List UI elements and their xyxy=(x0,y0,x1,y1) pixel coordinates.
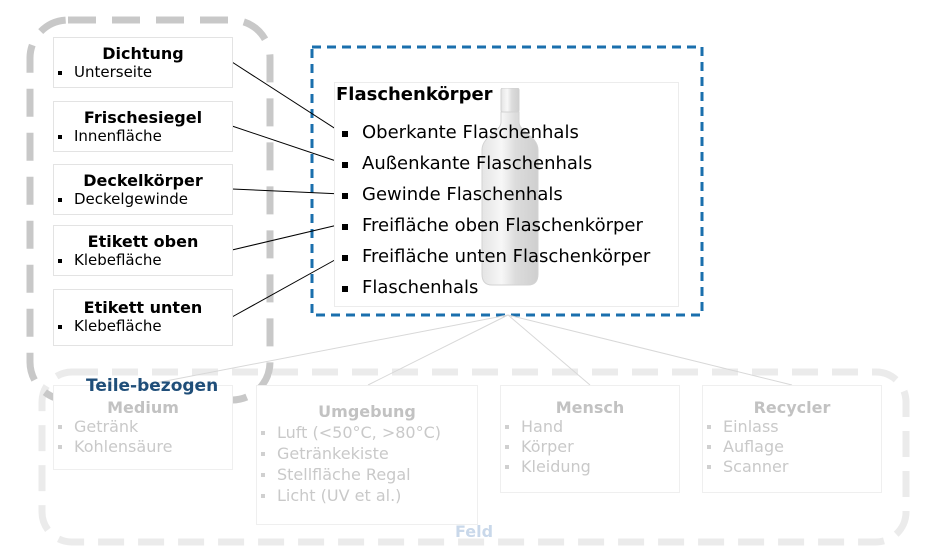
field-card-title: Umgebung xyxy=(318,402,416,421)
part-card-etikett-unten: Etikett unten Klebefläche xyxy=(53,289,233,346)
field-card-item: Körper xyxy=(501,437,679,457)
bottle-image xyxy=(481,88,539,286)
main-title: Flaschenkörper xyxy=(336,84,493,105)
field-card-item: Getränk xyxy=(54,417,232,437)
field-group-label: Feld xyxy=(455,522,494,541)
connector-medium xyxy=(144,314,509,386)
connector-umgebung xyxy=(367,314,509,386)
main-item: Gewinde Flaschenhals xyxy=(334,184,650,206)
field-card-title: Medium xyxy=(107,398,179,417)
connector-deckelkoerper xyxy=(231,188,343,195)
part-card-etikett-oben: Etikett oben Klebefläche xyxy=(53,225,233,276)
connector-etikett-oben xyxy=(231,223,343,251)
main-item: Freifläche unten Flaschenkörper xyxy=(334,246,650,268)
connector-dichtung xyxy=(231,61,343,134)
field-card-item: Auflage xyxy=(703,437,881,457)
field-card-item: Stellfläche Regal xyxy=(257,465,477,485)
field-card-mensch: Mensch Hand Körper Kleidung xyxy=(500,385,680,493)
part-card-item: Klebefläche xyxy=(54,251,232,269)
part-card-deckelkoerper: Deckelkörper Deckelgewinde xyxy=(53,164,233,215)
part-card-title: Frischesiegel xyxy=(83,108,203,127)
field-card-item: Hand xyxy=(501,417,679,437)
connector-mensch xyxy=(507,314,591,386)
part-card-item: Deckelgewinde xyxy=(54,190,232,208)
field-card-item: Einlass xyxy=(703,417,881,437)
part-card-title: Deckelkörper xyxy=(83,171,203,190)
connector-recycler xyxy=(507,314,793,386)
main-item: Außenkante Flaschenhals xyxy=(334,153,650,175)
main-item: Freifläche oben Flaschenkörper xyxy=(334,215,650,237)
part-card-item: Innenfläche xyxy=(54,127,232,145)
part-card-dichtung: Dichtung Unterseite xyxy=(53,37,233,88)
field-group-outline xyxy=(38,368,910,546)
field-card-item: Scanner xyxy=(703,457,881,477)
parts-group-label: Teile-bezogen xyxy=(86,376,219,396)
field-card-umgebung: Umgebung Luft (<50°C, >80°C) Getränkekis… xyxy=(256,385,478,525)
main-item-list: Oberkante Flaschenhals Außenkante Flasch… xyxy=(334,122,650,299)
main-item: Oberkante Flaschenhals xyxy=(334,122,650,144)
part-card-item: Klebefläche xyxy=(54,317,232,335)
main-item: Flaschenhals xyxy=(334,277,650,299)
part-card-title: Dichtung xyxy=(102,44,184,63)
field-card-item: Luft (<50°C, >80°C) xyxy=(257,423,477,443)
part-card-title: Etikett unten xyxy=(83,298,203,317)
field-card-title: Mensch xyxy=(555,398,625,417)
part-card-frischesiegel: Frischesiegel Innenfläche xyxy=(53,101,233,152)
field-card-item: Getränkekiste xyxy=(257,444,477,464)
connector-etikett-unten xyxy=(231,255,343,318)
field-card-medium: Medium Getränk Kohlensäure xyxy=(53,385,233,470)
connector-frischesiegel xyxy=(231,125,343,164)
part-card-title: Etikett oben xyxy=(87,232,199,251)
part-card-item: Unterseite xyxy=(54,63,232,81)
field-card-item: Kohlensäure xyxy=(54,437,232,457)
field-card-title: Recycler xyxy=(753,398,831,417)
field-card-recycler: Recycler Einlass Auflage Scanner xyxy=(702,385,882,493)
field-card-item: Kleidung xyxy=(501,457,679,477)
field-card-item: Licht (UV et al.) xyxy=(257,486,477,506)
main-group-outline xyxy=(310,45,704,317)
